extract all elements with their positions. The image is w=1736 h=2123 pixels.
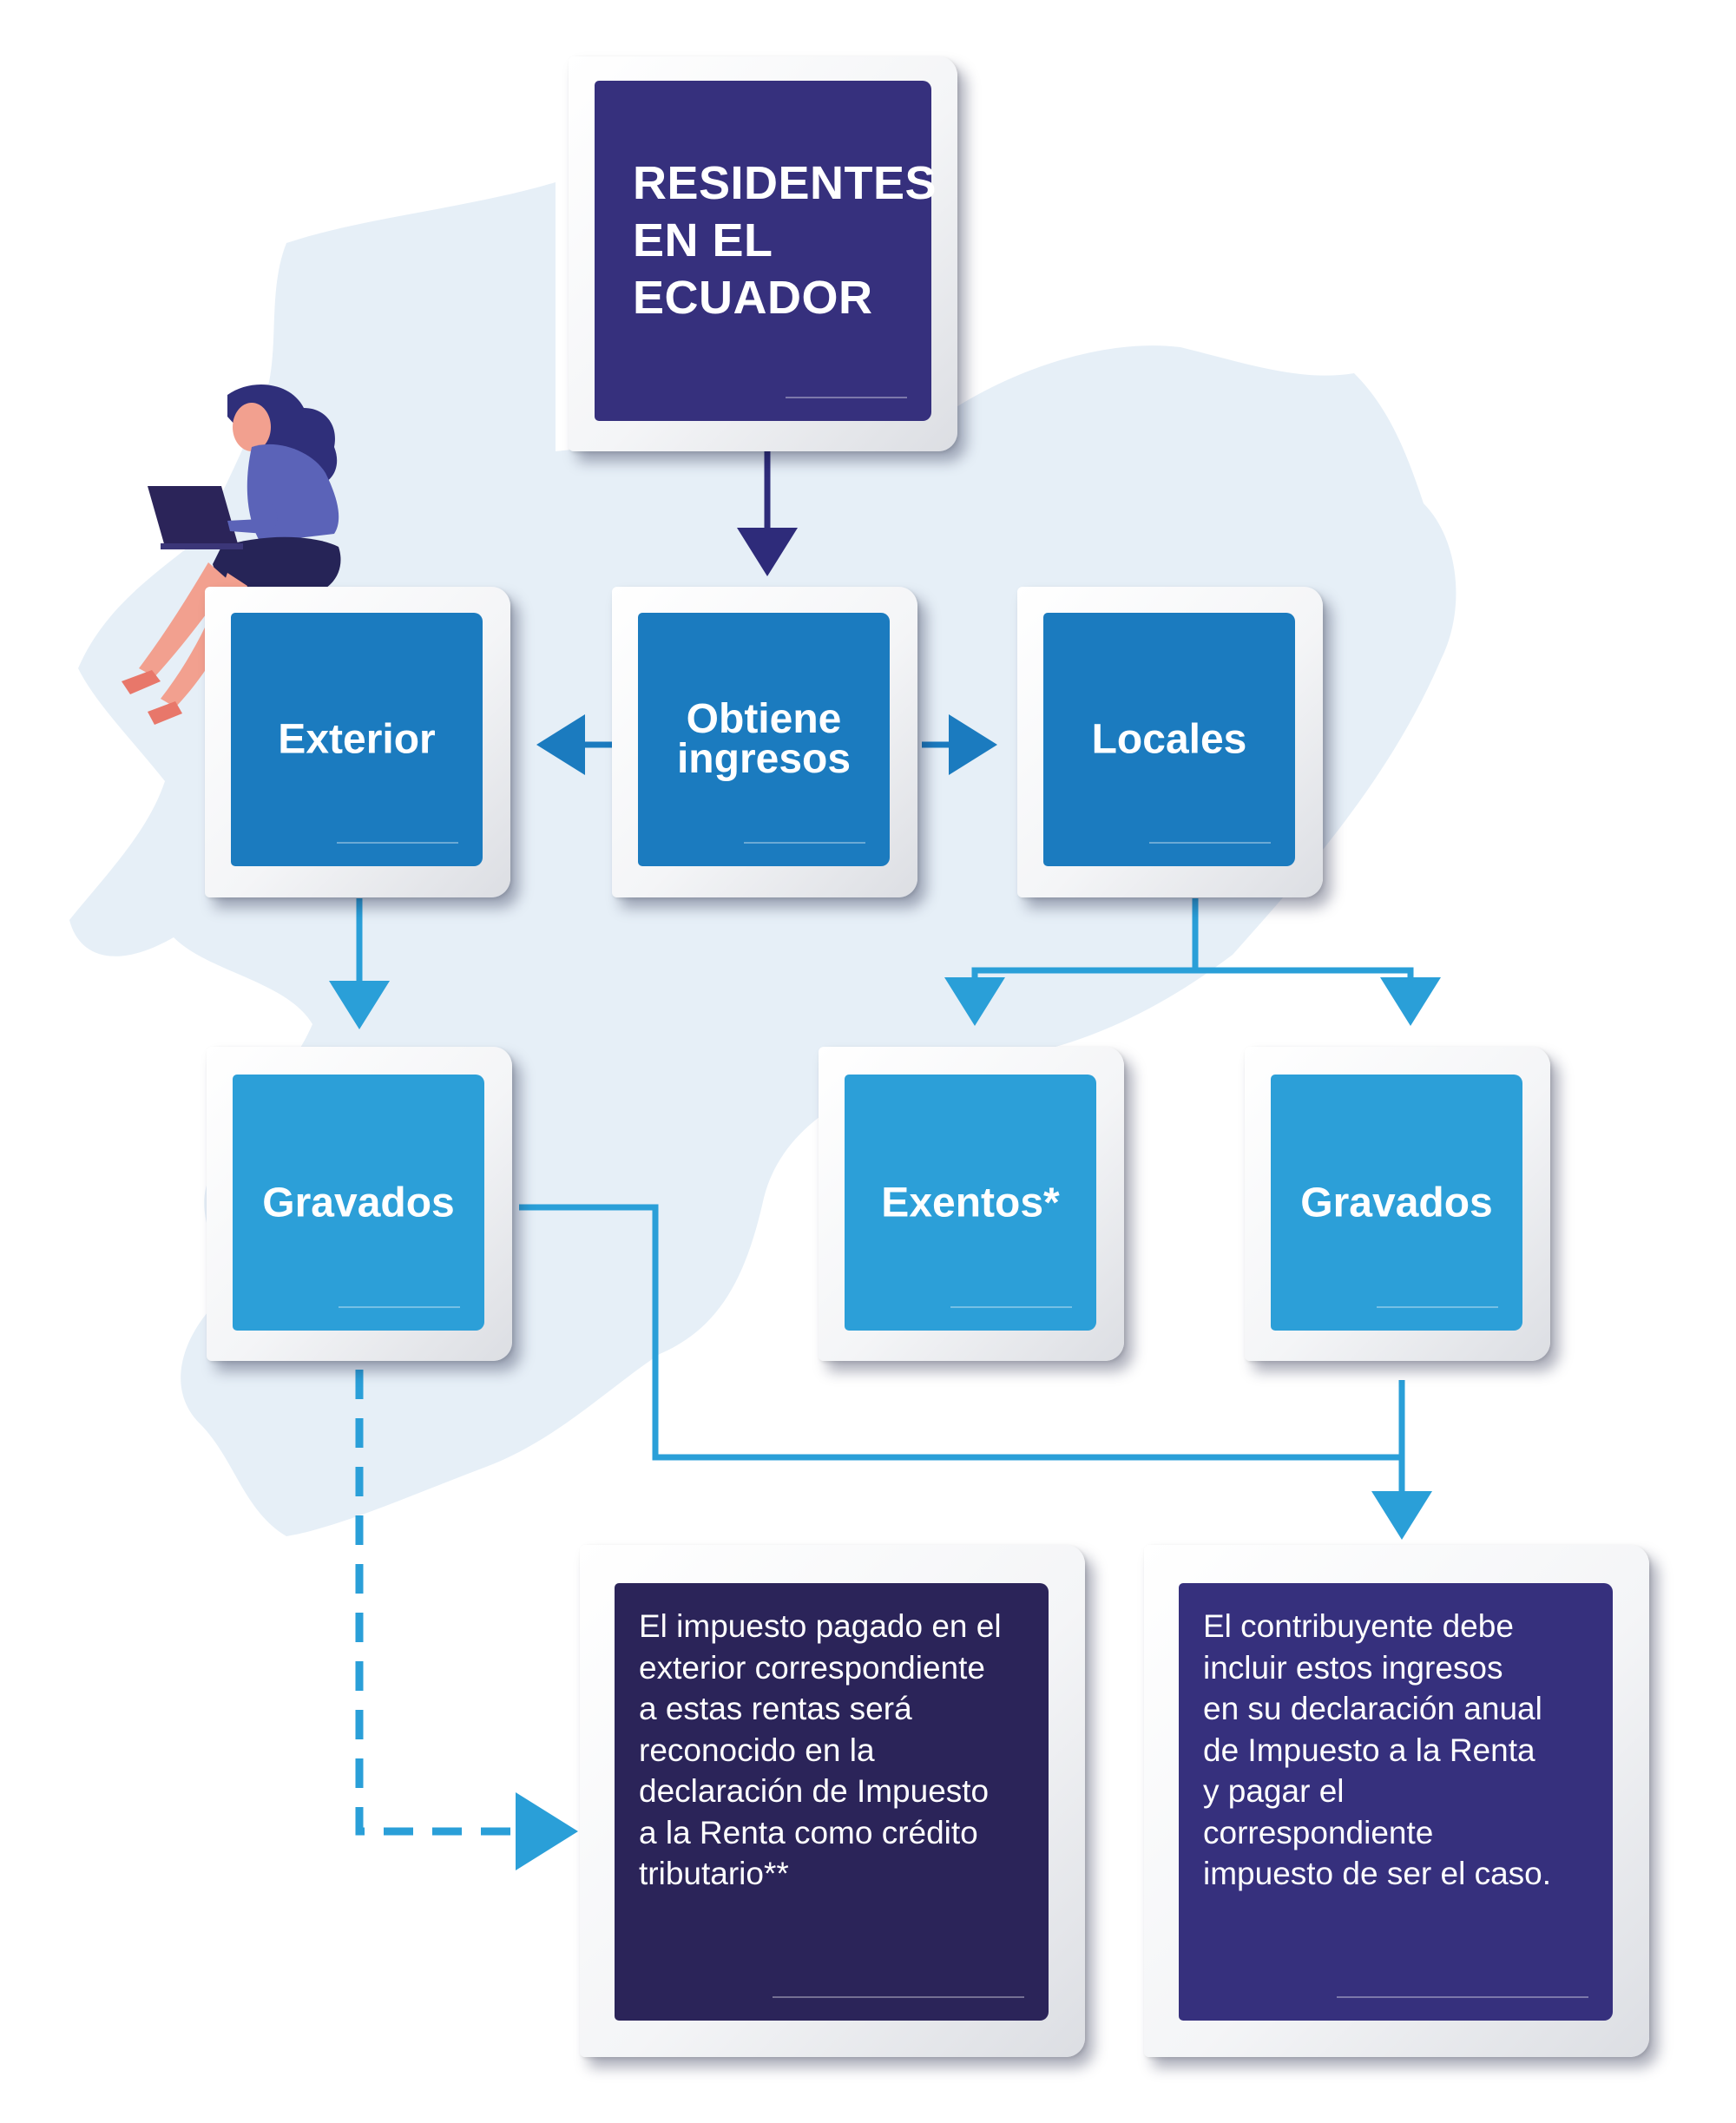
- dashed-arrow-to-credito: [355, 1370, 578, 1870]
- credito-text: El impuesto pagado en el exterior corres…: [639, 1608, 1002, 1891]
- node-credito: El impuesto pagado en el exterior corres…: [615, 1583, 1049, 2021]
- node-gravados-locales: Gravados: [1271, 1075, 1522, 1331]
- gravados-exterior-label: Gravados: [262, 1180, 455, 1226]
- residentes-title: RESIDENTES EN EL ECUADOR: [633, 157, 937, 324]
- node-exterior: Exterior: [231, 613, 483, 866]
- node-exentos: Exentos*: [845, 1075, 1096, 1331]
- node-declaracion-card: El contribuyente debe incluir estos ingr…: [1144, 1545, 1649, 2057]
- divider: [773, 1996, 1024, 1998]
- node-locales: Locales: [1043, 613, 1295, 866]
- node-residentes-card: RESIDENTES EN EL ECUADOR: [569, 56, 957, 451]
- laptop-icon: [148, 486, 239, 547]
- divider: [744, 842, 865, 844]
- divider: [950, 1306, 1072, 1308]
- node-exentos-card: Exentos*: [819, 1047, 1124, 1361]
- gravados-locales-label: Gravados: [1300, 1180, 1493, 1226]
- divider: [339, 1306, 460, 1308]
- node-declaracion: El contribuyente debe incluir estos ingr…: [1179, 1583, 1613, 2021]
- connector-locales-branch: [944, 898, 1199, 1026]
- node-obtiene: Obtiene ingresos: [638, 613, 890, 866]
- divider: [1337, 1996, 1588, 1998]
- divider: [786, 397, 907, 398]
- node-gravados-exterior-card: Gravados: [207, 1047, 512, 1361]
- node-gravados-exterior: Gravados: [233, 1075, 484, 1331]
- node-gravados-locales-card: Gravados: [1245, 1047, 1550, 1361]
- exentos-label: Exentos*: [881, 1180, 1060, 1226]
- node-locales-card: Locales: [1017, 587, 1323, 897]
- divider: [1149, 842, 1271, 844]
- divider: [1377, 1306, 1498, 1308]
- connector-locales-gravados: [1195, 967, 1441, 1026]
- connector-gravados-exterior-to-declaracion: [519, 1204, 1402, 1461]
- exterior-label: Exterior: [278, 716, 436, 763]
- divider: [337, 842, 458, 844]
- node-residentes: RESIDENTES EN EL ECUADOR: [595, 81, 937, 421]
- locales-label: Locales: [1091, 716, 1247, 763]
- declaracion-text: El contribuyente debe incluir estos ingr…: [1203, 1608, 1552, 1891]
- node-credito-card: El impuesto pagado en el exterior corres…: [580, 1545, 1085, 2057]
- node-obtiene-card: Obtiene ingresos: [612, 587, 917, 897]
- obtiene-label: Obtiene ingresos: [676, 696, 852, 782]
- node-exterior-card: Exterior: [205, 587, 510, 897]
